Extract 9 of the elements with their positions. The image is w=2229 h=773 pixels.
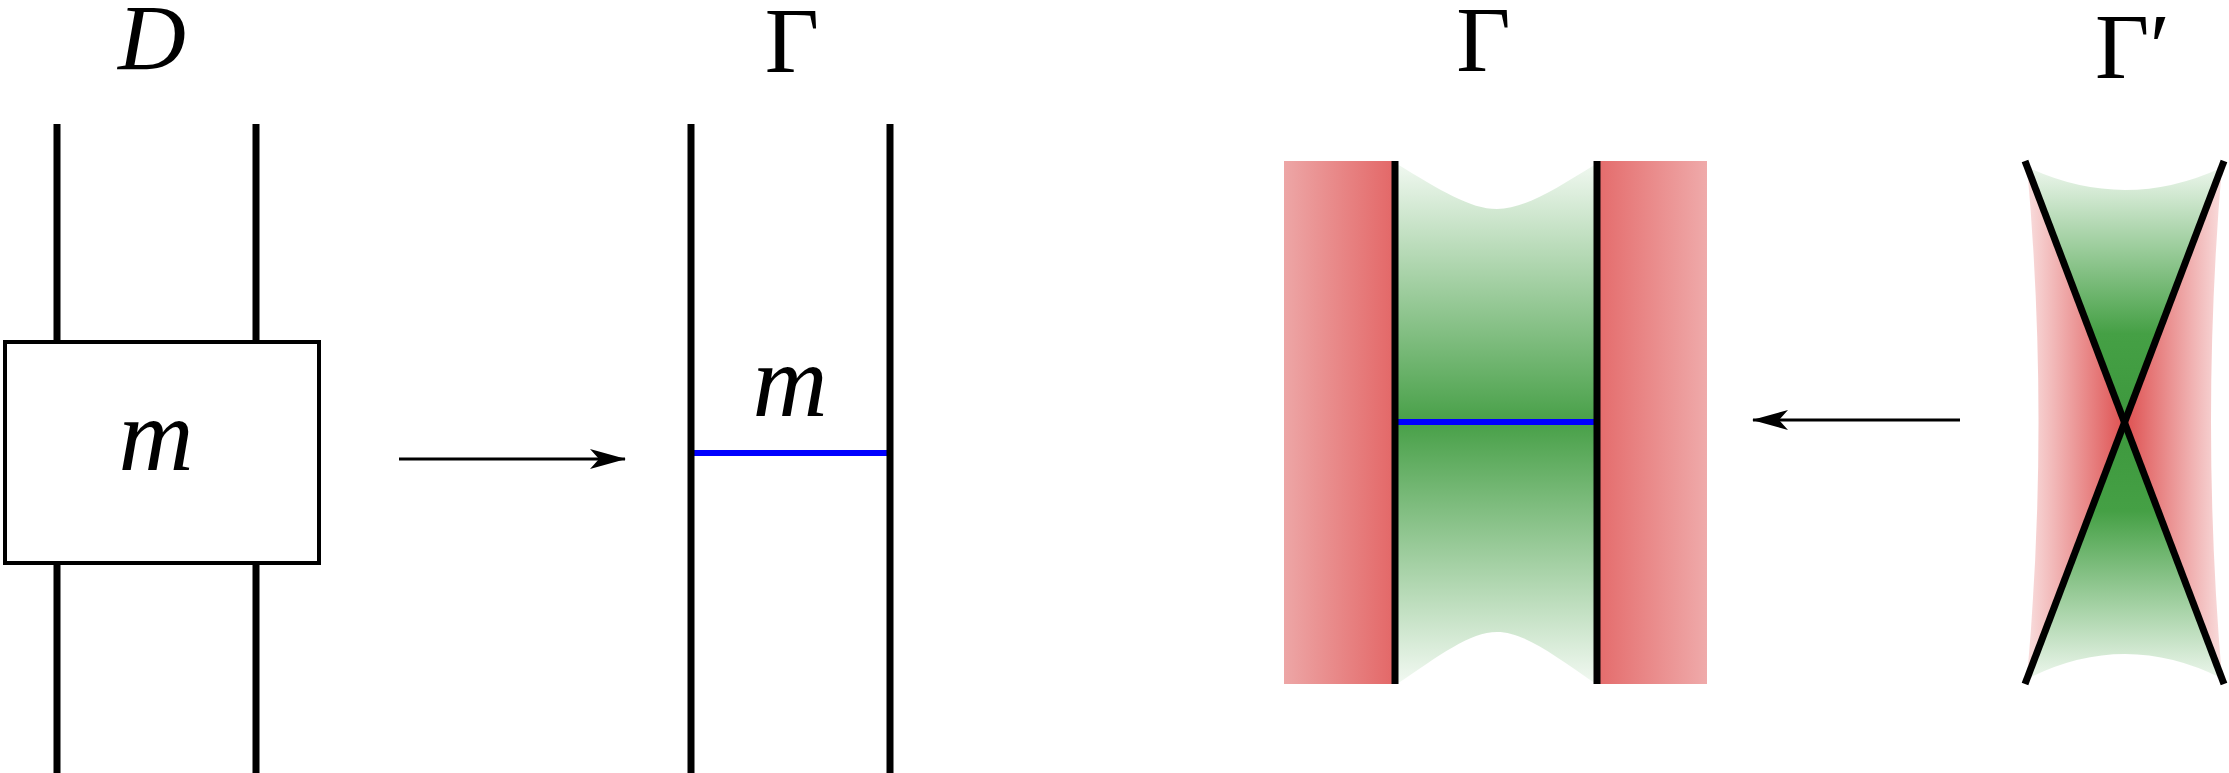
arrow xyxy=(399,449,626,469)
morphism-box xyxy=(3,340,321,565)
box-label: m xyxy=(118,393,194,477)
panel-title: Γ xyxy=(764,3,820,79)
panel-title: D xyxy=(118,0,186,76)
arrow xyxy=(1752,410,1960,430)
panel-title: Γ xyxy=(1456,2,1511,78)
panel-title: Γ′ xyxy=(2095,9,2170,85)
line-label: m xyxy=(752,339,828,423)
